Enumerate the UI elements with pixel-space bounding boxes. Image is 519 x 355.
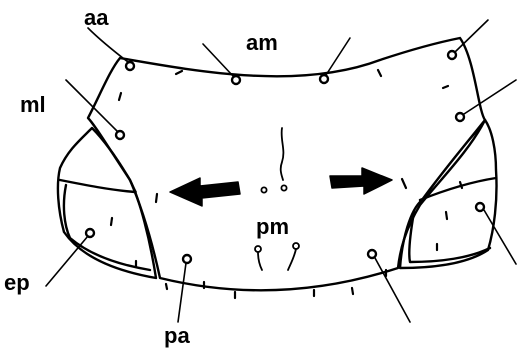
small-setae (111, 70, 462, 298)
arrow-left-icon (170, 178, 240, 206)
label-pa: pa (164, 323, 190, 348)
sensillum-left (261, 187, 266, 192)
label-am: am (246, 30, 278, 55)
seta-aa-left (126, 62, 134, 70)
seta-pa-right (368, 250, 376, 258)
seta-am-right (320, 75, 328, 83)
right-episternum (400, 120, 497, 268)
seta-pa-left (183, 255, 191, 263)
label-aa: aa (84, 5, 109, 30)
notum-outline (88, 38, 485, 290)
sensillum-right (281, 185, 286, 190)
label-ml: ml (20, 92, 46, 117)
median-line (281, 128, 284, 180)
label-ep: ep (4, 270, 30, 295)
seta-ml-left (116, 131, 124, 139)
seta-am-left (232, 76, 240, 84)
seta-ep-right (476, 203, 484, 211)
arrow-right-icon (330, 168, 392, 194)
seta-ml-right (456, 113, 464, 121)
label-pm: pm (256, 214, 289, 239)
pm-setae-stalks (258, 249, 296, 270)
